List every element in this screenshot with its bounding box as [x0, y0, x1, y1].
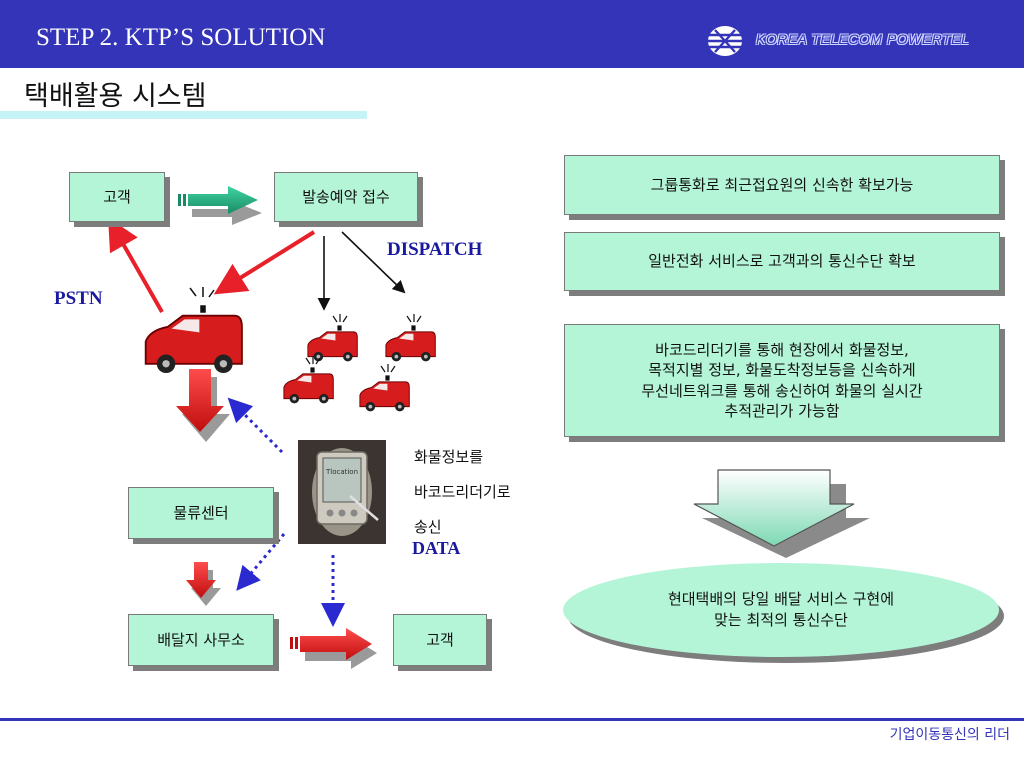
- cargo-info-line-2: 바코드리더기로: [414, 483, 511, 501]
- benefit-box-barcode: 바코드리더기를 통해 현장에서 화물정보, 목적지별 정보, 화물도착정보등을 …: [564, 324, 1000, 437]
- pstn-arrow-up: [108, 217, 164, 313]
- small-van-icon: [385, 331, 436, 362]
- customer-node: 고객: [69, 172, 165, 222]
- signal-mark-icon: [189, 287, 215, 313]
- delivery-office-node: 배달지 사무소: [128, 614, 274, 666]
- red-right-arrow: [290, 628, 377, 669]
- pstn-label: PSTN: [54, 288, 103, 309]
- barcode-reader-icon: Tlocation: [298, 440, 386, 544]
- benefit-text-line: 목적지별 정보, 화물도착정보등을 신속하게: [648, 361, 916, 380]
- subtitle-underline: [0, 111, 367, 119]
- green-right-arrow: [178, 186, 262, 225]
- benefit-text-line: 바코드리더기를 통해 현장에서 화물정보,: [655, 341, 909, 359]
- data-arrow-to-van: [227, 397, 284, 454]
- globe-logo-icon: [708, 26, 742, 56]
- svg-text:Tlocation: Tlocation: [325, 468, 358, 476]
- page-title: 택배활용 시스템: [24, 81, 207, 112]
- data-label: DATA: [412, 538, 461, 558]
- conclusion-line: 맞는 최적의 통신수단: [714, 611, 848, 629]
- reservation-to-van-arrow: [213, 230, 316, 295]
- cargo-info-line-3: 송신: [414, 518, 442, 536]
- header-title: STEP 2. KTP’S SOLUTION: [36, 24, 326, 51]
- small-van-icon: [307, 331, 358, 362]
- large-down-arrow: [693, 469, 870, 558]
- logistics-center-node: 물류센터: [128, 487, 274, 539]
- cargo-info-line-1: 화물정보를: [414, 448, 484, 466]
- dispatch-arrow-2: [341, 231, 406, 294]
- reservation-node: 발송예약 접수: [274, 172, 418, 222]
- red-down-arrow: [176, 369, 230, 442]
- header-bar: STEP 2. KTP’S SOLUTION KOREA TELECOM POW…: [0, 0, 1024, 68]
- small-van-icon: [359, 381, 410, 412]
- benefit-box-phone-service: 일반전화 서비스로 고객과의 통신수단 확보: [564, 232, 1000, 291]
- benefit-text-line: 추적관리가 가능함: [724, 401, 840, 420]
- small-van-icon: [283, 373, 334, 404]
- company-name: KOREA TELECOM POWERTEL: [756, 31, 970, 47]
- footer-divider: [0, 718, 1024, 721]
- benefit-text-line: 무선네트워크를 통해 송신하여 화물의 실시간: [641, 381, 923, 400]
- customer-destination-node: 고객: [393, 614, 487, 666]
- conclusion-line: 현대택배의 당일 배달 서비스 구현에: [667, 590, 895, 608]
- red-down-arrow: [186, 562, 221, 606]
- dispatch-label: DISPATCH: [387, 239, 483, 260]
- data-arrow-to-office: [236, 533, 286, 591]
- footer-slogan: 기업이동통신의 리더: [889, 727, 1010, 743]
- conclusion-ellipse: 현대택배의 당일 배달 서비스 구현에 맞는 최적의 통신수단: [563, 563, 999, 657]
- large-van-icon: [144, 314, 243, 374]
- benefit-box-group-call: 그룹통화로 최근접요원의 신속한 확보가능: [564, 155, 1000, 215]
